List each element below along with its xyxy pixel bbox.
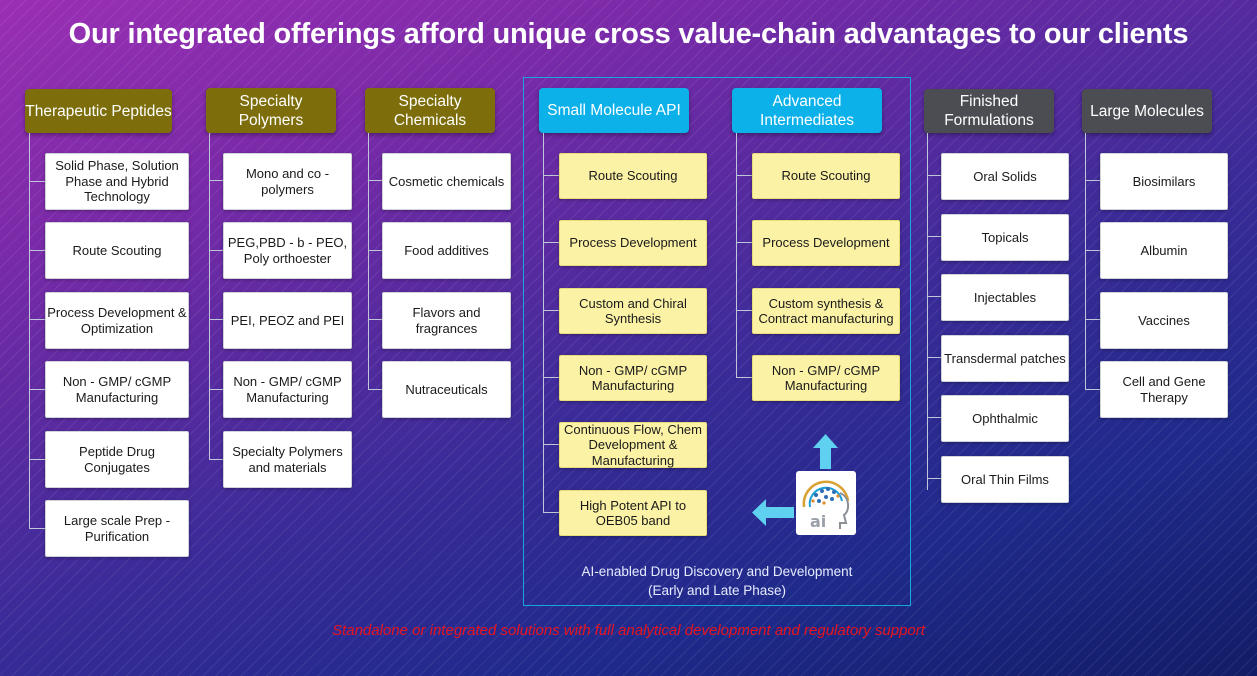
connector-tick [368,319,382,320]
ai-brain-head-icon: ai [802,480,850,531]
connector-tick [1085,319,1100,320]
header-specialty-chemicals: Specialty Chemicals [365,88,495,133]
arrow-left-icon [752,499,794,526]
connector-tick [543,310,559,311]
offering-box: Process Development [559,220,707,266]
connector-tick [1085,180,1100,181]
header-therapeutic-peptides: Therapeutic Peptides [25,89,172,133]
connector-tick [543,175,559,176]
connector-line [927,133,928,490]
offering-box: Continuous Flow, Chem Development & Manu… [559,422,707,468]
header-advanced-intermediates: Advanced Intermediates [732,88,882,133]
offering-box: Solid Phase, Solution Phase and Hybrid T… [45,153,189,210]
offering-box: Oral Solids [941,153,1069,200]
header-finished-formulations: Finished Formulations [924,89,1054,133]
offering-box: High Potent API to OEB05 band [559,490,707,536]
offering-box: Non - GMP/ cGMP Manufacturing [752,355,900,401]
offering-box: Cosmetic chemicals [382,153,511,210]
offering-box: Injectables [941,274,1069,321]
connector-tick [1085,389,1100,390]
connector-line [543,133,544,512]
connector-line [368,133,369,389]
connector-tick [368,180,382,181]
connector-tick [368,389,382,390]
offering-box: Route Scouting [45,222,189,279]
connector-tick [927,296,941,297]
connector-line [1085,133,1086,389]
offering-box: Mono and co - polymers [223,153,352,210]
offering-box: Non - GMP/ cGMP Manufacturing [45,361,189,418]
connector-tick [209,389,223,390]
connector-tick [368,250,382,251]
offering-box: PEG,PBD - b - PEO, Poly orthoester [223,222,352,279]
offering-box: Non - GMP/ cGMP Manufacturing [559,355,707,401]
connector-tick [29,389,45,390]
offering-box: Custom and Chiral Synthesis [559,288,707,334]
connector-line [736,133,737,377]
ai-caption-line1: AI-enabled Drug Discovery and Developmen… [581,564,853,579]
offering-box: Ophthalmic [941,395,1069,442]
connector-tick [29,528,45,529]
connector-tick [736,310,752,311]
offering-box: Route Scouting [559,153,707,199]
connector-tick [927,175,941,176]
header-small-molecule-api: Small Molecule API [539,88,689,133]
connector-tick [927,478,941,479]
offering-box: Nutraceuticals [382,361,511,418]
connector-line [209,133,210,459]
offering-box: Route Scouting [752,153,900,199]
connector-tick [927,417,941,418]
offering-box: Custom synthesis & Contract manufacturin… [752,288,900,334]
connector-tick [543,512,559,513]
offering-box: Transdermal patches [941,335,1069,382]
header-specialty-polymers: Specialty Polymers [206,88,336,133]
ai-enabled-frame [523,77,911,606]
connector-tick [543,242,559,243]
offering-box: Vaccines [1100,292,1228,349]
connector-tick [209,250,223,251]
ai-caption: AI-enabled Drug Discovery and Developmen… [523,562,911,600]
footer-note: Standalone or integrated solutions with … [332,622,925,639]
connector-tick [29,319,45,320]
offering-box: Non - GMP/ cGMP Manufacturing [223,361,352,418]
ai-badge-text: ai [810,512,826,531]
connector-tick [736,175,752,176]
connector-tick [927,236,941,237]
connector-tick [736,242,752,243]
connector-tick [927,357,941,358]
connector-tick [209,459,223,460]
offering-box: Topicals [941,214,1069,261]
ai-caption-line2: (Early and Late Phase) [647,583,787,598]
connector-line [29,133,30,528]
connector-tick [543,377,559,378]
connector-tick [736,377,752,378]
page-title: Our integrated offerings afford unique c… [68,18,1189,50]
offering-box: PEI, PEOZ and PEI [223,292,352,349]
ai-badge: ai [796,471,856,535]
offering-box: Biosimilars [1100,153,1228,210]
offering-box: Cell and Gene Therapy [1100,361,1228,418]
offering-box: Oral Thin Films [941,456,1069,503]
connector-tick [29,250,45,251]
offering-box: Process Development & Optimization [45,292,189,349]
connector-tick [209,319,223,320]
offering-box: Food additives [382,222,511,279]
connector-tick [1085,250,1100,251]
offering-box: Peptide Drug Conjugates [45,431,189,488]
connector-tick [543,444,559,445]
connector-tick [209,180,223,181]
offering-box: Specialty Polymers and materials [223,431,352,488]
header-large-molecules: Large Molecules [1082,89,1212,133]
arrow-up-icon [813,434,838,469]
offering-box: Process Development [752,220,900,266]
connector-tick [29,181,45,182]
connector-tick [29,459,45,460]
offering-box: Flavors and fragrances [382,292,511,349]
offering-box: Albumin [1100,222,1228,279]
offering-box: Large scale Prep - Purification [45,500,189,557]
